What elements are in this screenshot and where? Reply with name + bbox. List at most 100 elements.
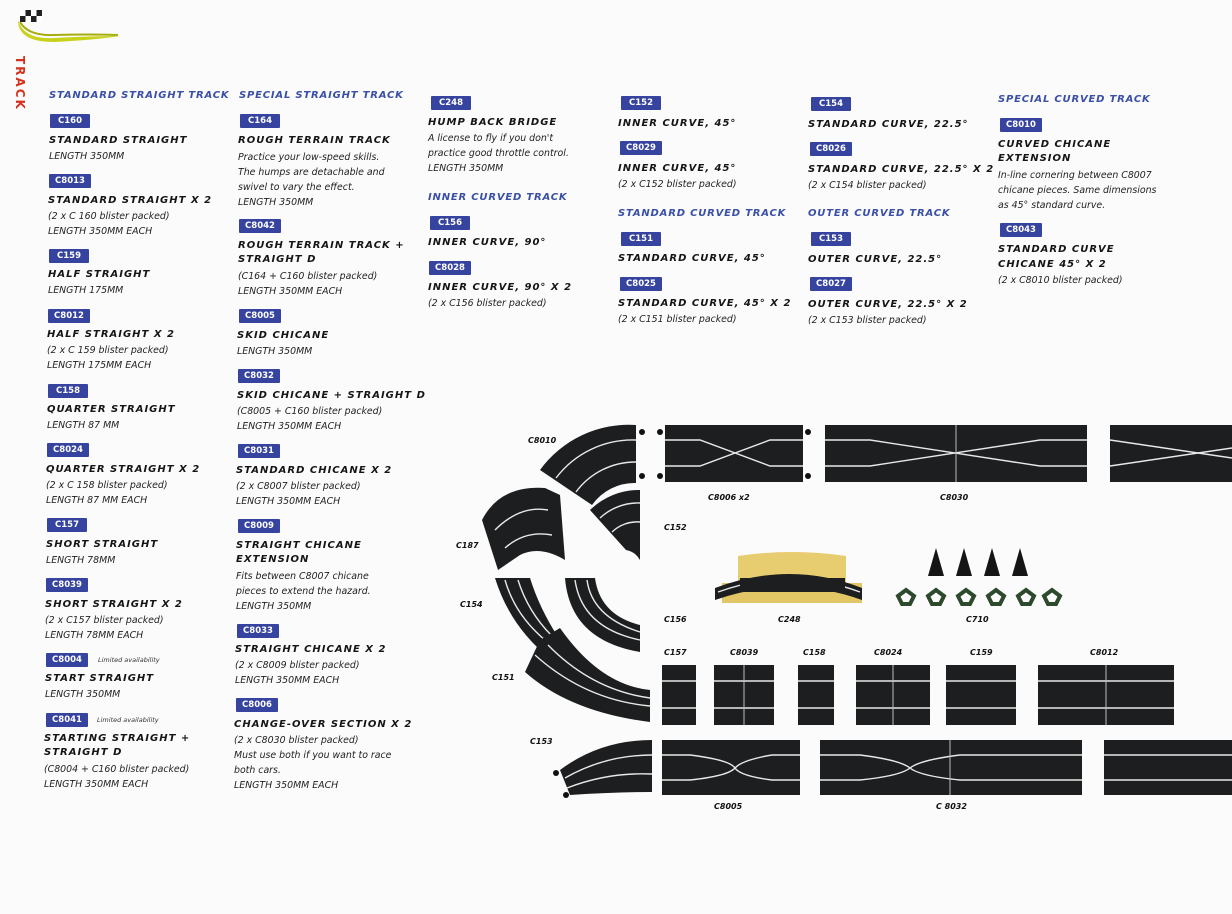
curve-c8010 [540, 424, 645, 505]
track-label: C8012 [1090, 648, 1119, 657]
product-desc: swivel to vary the effect. [238, 182, 355, 193]
product-desc: Must use both if you want to race [234, 750, 392, 761]
product-name: STRAIGHT CHICANE [236, 540, 362, 551]
product-desc: LENGTH 350MM EACH [238, 286, 343, 297]
product-code: C8006 [236, 698, 278, 712]
product-desc: (C8004 + C160 blister packed) [44, 764, 190, 775]
product-code: C8009 [238, 519, 280, 533]
product-desc: chicane pieces. Same dimensions [998, 185, 1157, 196]
product-desc: LENGTH 350MM [49, 151, 125, 162]
product-code: C164 [240, 114, 280, 128]
straight-c8030 [825, 425, 1087, 482]
product-name: HALF STRAIGHT X 2 [47, 329, 176, 340]
track-label: C159 [970, 648, 993, 657]
product-name: STRAIGHT CHICANE X 2 [235, 644, 387, 655]
track-label: C157 [664, 648, 687, 657]
product-name: STANDARD CHICANE X 2 [236, 465, 393, 476]
product-desc: LENGTH 350MM EACH [44, 779, 149, 790]
product-code: C151 [621, 232, 661, 246]
product-desc: LENGTH 350MM EACH [234, 780, 339, 791]
accessory-c710 [895, 548, 1063, 606]
product-desc: LENGTH 350MM [237, 346, 313, 357]
product-name-continued: STRAIGHT D [238, 254, 317, 265]
product-name-continued: CHICANE 45° X 2 [998, 259, 1107, 270]
product-code: C8039 [46, 578, 88, 592]
product-desc: (2 x C151 blister packed) [618, 314, 737, 325]
curve-c154 [495, 578, 560, 650]
product-name: STANDARD CURVE [998, 244, 1115, 255]
product-desc: LENGTH 78MM EACH [45, 630, 144, 641]
product-desc: LENGTH 350MM EACH [237, 421, 342, 432]
product-name: HALF STRAIGHT [48, 269, 151, 280]
product-desc: LENGTH 350MM EACH [48, 226, 153, 237]
product-desc: LENGTH 78MM [46, 555, 116, 566]
product-name: ROUGH TERRAIN TRACK [238, 135, 391, 146]
straight-c159 [946, 665, 1016, 725]
product-code: C153 [811, 232, 851, 246]
product-name: SKID CHICANE [237, 330, 330, 341]
product-code: C8042 [239, 219, 281, 233]
product-name: STANDARD STRAIGHT X 2 [48, 195, 213, 206]
product-desc: LENGTH 87 MM EACH [46, 495, 148, 506]
track-label: C 8032 [936, 802, 967, 811]
straight-edge-piece [1109, 425, 1232, 482]
product-code: C8028 [429, 261, 471, 275]
product-code: C8025 [620, 277, 662, 291]
product-desc: LENGTH 350MM [236, 601, 312, 612]
curve-c152 [590, 489, 641, 560]
product-name-continued: EXTENSION [236, 554, 310, 565]
product-desc: (2 x C 158 blister packed) [46, 480, 168, 491]
product-code: C8024 [47, 443, 89, 457]
product-desc: pieces to extend the hazard. [236, 586, 371, 597]
product-name: STARTING STRAIGHT + [44, 733, 191, 744]
track-label: C8024 [874, 648, 903, 657]
track-label: C248 [778, 615, 801, 624]
product-name: STANDARD CURVE, 22.5° X 2 [808, 164, 995, 175]
straight-c158 [798, 665, 834, 725]
product-code: C8031 [238, 444, 280, 458]
product-desc: In-line cornering between C8007 [998, 170, 1152, 181]
product-desc: (2 x C156 blister packed) [428, 298, 547, 309]
product-desc: (C164 + C160 blister packed) [238, 271, 378, 282]
product-code: C8041 [46, 713, 88, 727]
product-desc: (2 x C153 blister packed) [808, 315, 927, 326]
section-standard-curved: STANDARD CURVED TRACK [618, 208, 787, 219]
product-name: ROUGH TERRAIN TRACK + [238, 240, 405, 251]
track-label: C153 [530, 737, 553, 746]
product-name: INNER CURVE, 45° [618, 163, 737, 174]
product-desc: LENGTH 175MM [48, 285, 124, 296]
product-desc: The humps are detachable and [238, 167, 385, 178]
curve-c151 [525, 628, 651, 722]
product-code: C8010 [1000, 118, 1042, 132]
product-desc: (2 x C152 blister packed) [618, 179, 737, 190]
brand-logo [18, 10, 120, 42]
product-name-continued: STRAIGHT D [44, 747, 123, 758]
track-label: C187 [456, 541, 479, 550]
track-label: C710 [966, 615, 989, 624]
availability-note: Limited availability [97, 716, 159, 724]
product-desc: (2 x C8010 blister packed) [998, 275, 1123, 286]
product-desc: Fits between C8007 chicane [236, 571, 369, 582]
section-inner-curved: INNER CURVED TRACK [428, 192, 568, 203]
product-code: C8032 [238, 369, 280, 383]
straight-c8039 [714, 665, 774, 725]
product-desc: LENGTH 350MM [428, 163, 504, 174]
product-desc: Practice your low-speed skills. [238, 152, 380, 163]
section-special-straight: SPECIAL STRAIGHT TRACK [239, 90, 404, 101]
product-name: OUTER CURVE, 22.5° [808, 254, 943, 265]
product-desc: LENGTH 350MM EACH [235, 675, 340, 686]
section-standard-straight: STANDARD STRAIGHT TRACK [49, 90, 230, 101]
product-desc: (2 x C154 blister packed) [808, 180, 927, 191]
section-special-curved: SPECIAL CURVED TRACK [998, 94, 1151, 105]
track-label: C152 [664, 523, 687, 532]
product-name: STANDARD STRAIGHT [49, 135, 188, 146]
product-code: C248 [431, 96, 471, 110]
product-code: C8013 [49, 174, 91, 188]
product-desc: (2 x C8030 blister packed) [234, 735, 359, 746]
product-code: C8004 [46, 653, 88, 667]
product-name: STANDARD CURVE, 45° X 2 [618, 298, 792, 309]
track-label: C8039 [730, 648, 759, 657]
product-name: INNER CURVE, 45° [618, 118, 737, 129]
product-code: C160 [50, 114, 90, 128]
